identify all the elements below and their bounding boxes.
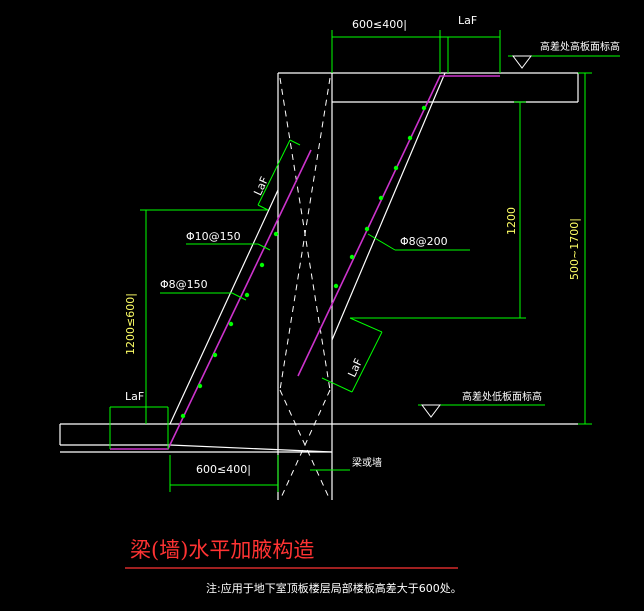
elev-high-label: 高差处高板面标高: [540, 40, 620, 53]
laf-left-label: LaF: [125, 390, 144, 403]
bar-phi8-left-label: Φ8@150: [160, 278, 208, 291]
beam-wall-label: 梁或墙: [352, 456, 382, 469]
drawing-note: 注:应用于地下室顶板楼层局部楼板高差大于600处。: [206, 581, 462, 595]
elev-low-label: 高差处低板面标高: [462, 390, 542, 403]
elevation-markers: [421, 55, 532, 418]
dimension-lines: [109, 30, 620, 492]
bar-phi8-right-label: Φ8@200: [400, 235, 448, 248]
rebar-lines: [110, 75, 500, 450]
bar-phi10-label: Φ10@150: [186, 230, 241, 243]
drawing-title: 梁(墙)水平加腋构造: [130, 538, 314, 562]
rebar-dots: [180, 105, 427, 419]
dim-bottom-label: 600≤400|: [196, 463, 251, 476]
laf-diag-lower-label: LaF: [345, 356, 365, 379]
dim-top-label: 600≤400|: [352, 18, 407, 31]
laf-top-label: LaF: [458, 14, 477, 27]
concrete-outline: [59, 72, 579, 500]
dim-left-vertical-label: 1200≤600|: [124, 293, 137, 355]
laf-diag-upper-label: LaF: [251, 175, 271, 198]
dim-right-total-label: 500~1700|: [568, 218, 581, 280]
hidden-lines: [279, 77, 331, 501]
dim-right-1200-label: 1200: [505, 207, 518, 235]
